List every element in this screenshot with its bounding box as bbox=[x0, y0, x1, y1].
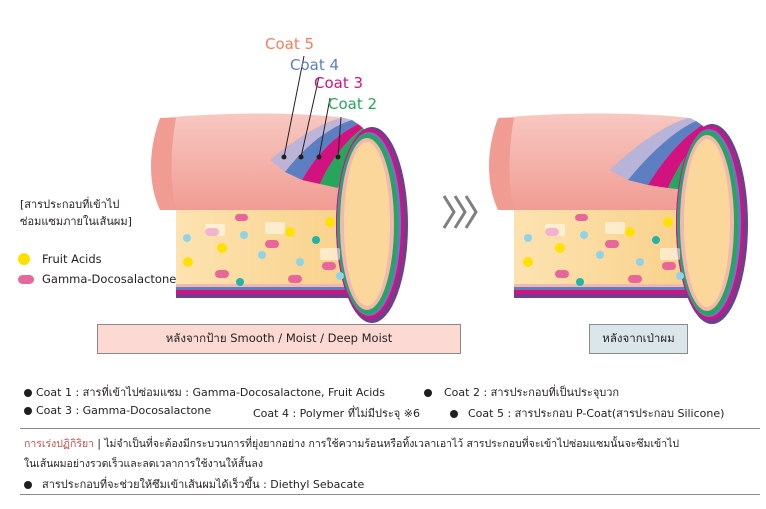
note-line-2: ซ่อมแซมภายในเส้นผม] bbox=[20, 215, 132, 228]
coat-5-label: Coat 5 bbox=[265, 35, 315, 53]
bullet-icon bbox=[424, 389, 432, 397]
coat-3-note: Coat 3 : Gamma-Docosalactone bbox=[24, 404, 211, 417]
hair-strand-right bbox=[489, 113, 748, 324]
pink-pill-icon bbox=[18, 274, 34, 284]
coat-3-label: Coat 3 bbox=[314, 74, 364, 92]
bullet-icon bbox=[24, 481, 32, 489]
hair-strand-diagram bbox=[151, 55, 748, 324]
reaction-text: การเร่งปฏิกิริยา | ไม่จำเป็นที่จะต้องมีก… bbox=[24, 438, 680, 450]
divider-bottom bbox=[20, 494, 760, 495]
bullet-icon bbox=[450, 410, 458, 418]
coat-2-label: Coat 2 bbox=[328, 95, 378, 113]
divider-top bbox=[20, 428, 760, 429]
particles-left bbox=[183, 214, 344, 286]
coat-4-note: Coat 4 : Polymer ที่ไม่มีประจุ ※6 bbox=[253, 407, 420, 420]
note-line-1: [สารประกอบที่เข้าไป bbox=[20, 198, 120, 211]
repair-ingredients-note: [สารประกอบที่เข้าไป ซ่อมแซมภายในเส้นผม] bbox=[20, 196, 132, 230]
bullet-icon bbox=[24, 407, 32, 415]
reaction-text-2: ในเส้นผมอย่างรวดเร็วและลดเวลาการใช้งานให… bbox=[24, 458, 263, 470]
caption-right: หลังจากเป่าผม bbox=[589, 324, 688, 354]
coat-4-label: Coat 4 bbox=[290, 56, 340, 74]
bullet-icon bbox=[24, 389, 32, 397]
coat-1-note: Coat 1 : สารที่เข้าไปซ่อมแซม : Gamma-Doc… bbox=[24, 383, 385, 401]
coat-5-note: Coat 5 : สารประกอบ P-Coat(สารประกอบ Sili… bbox=[450, 404, 724, 422]
legend-label: Gamma-Docosalactone bbox=[42, 272, 177, 286]
reaction-bullet: สารประกอบที่จะช่วยให้ซึมเข้าเส้นผมได้เร็… bbox=[24, 475, 364, 493]
caption-left: หลังจากป้าย Smooth / Moist / Deep Moist bbox=[97, 324, 461, 354]
legend-label: Fruit Acids bbox=[42, 252, 102, 266]
hair-strand-left bbox=[151, 113, 408, 323]
coat-leaders bbox=[281, 55, 342, 160]
legend-item-fruit-acids: Fruit Acids bbox=[18, 252, 176, 266]
legend-item-gamma: Gamma-Docosalactone bbox=[18, 272, 176, 286]
reaction-title: การเร่งปฏิกิริยา bbox=[24, 438, 95, 450]
transition-arrows bbox=[442, 195, 478, 229]
particles-right bbox=[523, 214, 684, 286]
legend: Fruit Acids Gamma-Docosalactone bbox=[18, 252, 176, 286]
coat-2-note: Coat 2 : สารประกอบที่เป็นประจุบวก bbox=[424, 383, 619, 401]
yellow-dot-icon bbox=[18, 253, 30, 265]
